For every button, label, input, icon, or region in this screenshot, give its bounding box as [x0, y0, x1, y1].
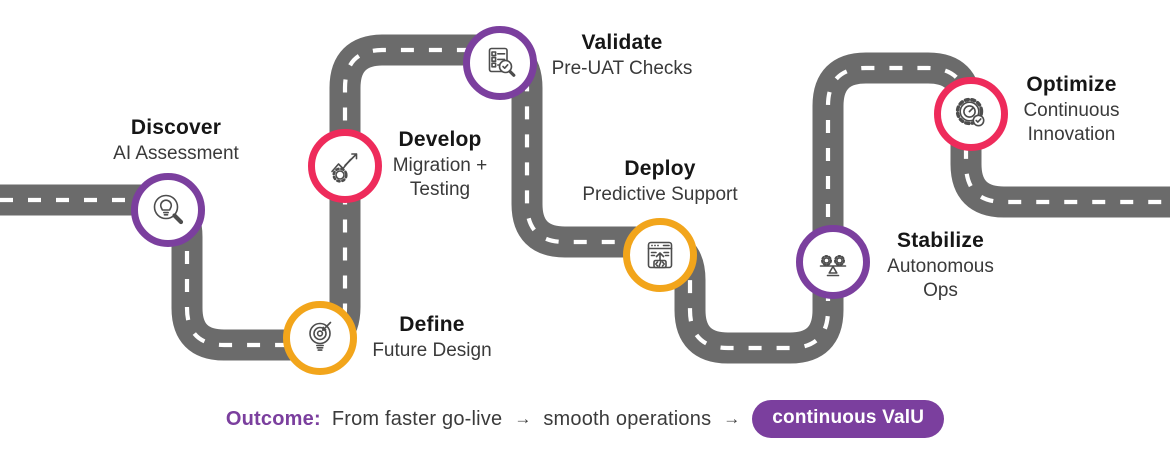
outcome-pill: continuous ValU: [752, 400, 945, 438]
arrow-right-icon: →: [723, 409, 741, 428]
magnifier-bulb-icon: [153, 194, 184, 225]
milestone-discover: [131, 173, 205, 247]
stage-label-validate: Validate Pre-UAT Checks: [527, 31, 717, 81]
bulb-target-icon: [309, 321, 332, 351]
deploy-window-code-icon: [647, 241, 673, 269]
stage-subtitle: Migration + Testing: [392, 155, 488, 200]
stage-label-stabilize: Stabilize Autonomous Ops: [873, 229, 1008, 303]
stage-title: Validate: [581, 31, 663, 54]
stage-subtitle: AI Assessment: [113, 143, 239, 164]
stage-label-discover: Discover AI Assessment: [66, 116, 286, 166]
stage-title: Optimize: [1026, 73, 1117, 96]
stage-label-define: Define Future Design: [342, 313, 522, 363]
stage-title: Stabilize: [897, 229, 984, 252]
outcome-label: Outcome:: [225, 407, 321, 430]
milestone-deploy: [623, 218, 697, 292]
growth-chart-gear-icon: [331, 153, 358, 183]
balance-gears-icon: [819, 255, 847, 277]
milestone-define: [283, 301, 357, 375]
road-centerline: [0, 47, 1170, 351]
outcome-row: Outcome: From faster go-live → smooth op…: [0, 400, 1170, 438]
milestone-stabilize: [796, 225, 870, 299]
stage-subtitle: Continuous Innovation: [1023, 100, 1120, 145]
checklist-magnifier-icon: [488, 47, 516, 77]
milestone-optimize: [934, 77, 1008, 151]
stage-title: Deploy: [624, 157, 696, 180]
stage-label-optimize: Optimize Continuous Innovation: [1004, 73, 1139, 147]
stage-subtitle: Autonomous Ops: [887, 256, 994, 301]
stage-title: Discover: [130, 116, 222, 139]
milestone-develop: [308, 129, 382, 203]
stage-title: Develop: [398, 128, 482, 151]
outcome-text-2: smooth operations: [543, 407, 712, 430]
outcome-text-1: From faster go-live: [331, 407, 503, 430]
milestone-validate: [463, 26, 537, 100]
gear-gauge-check-icon: [955, 97, 985, 127]
arrow-right-icon: →: [514, 409, 532, 428]
stage-subtitle: Pre-UAT Checks: [551, 58, 693, 79]
stage-label-deploy: Deploy Predictive Support: [555, 157, 765, 207]
stage-subtitle: Future Design: [372, 340, 492, 361]
stage-title: Define: [399, 313, 465, 336]
stage-subtitle: Predictive Support: [582, 184, 738, 205]
stage-label-develop: Develop Migration + Testing: [375, 128, 505, 202]
